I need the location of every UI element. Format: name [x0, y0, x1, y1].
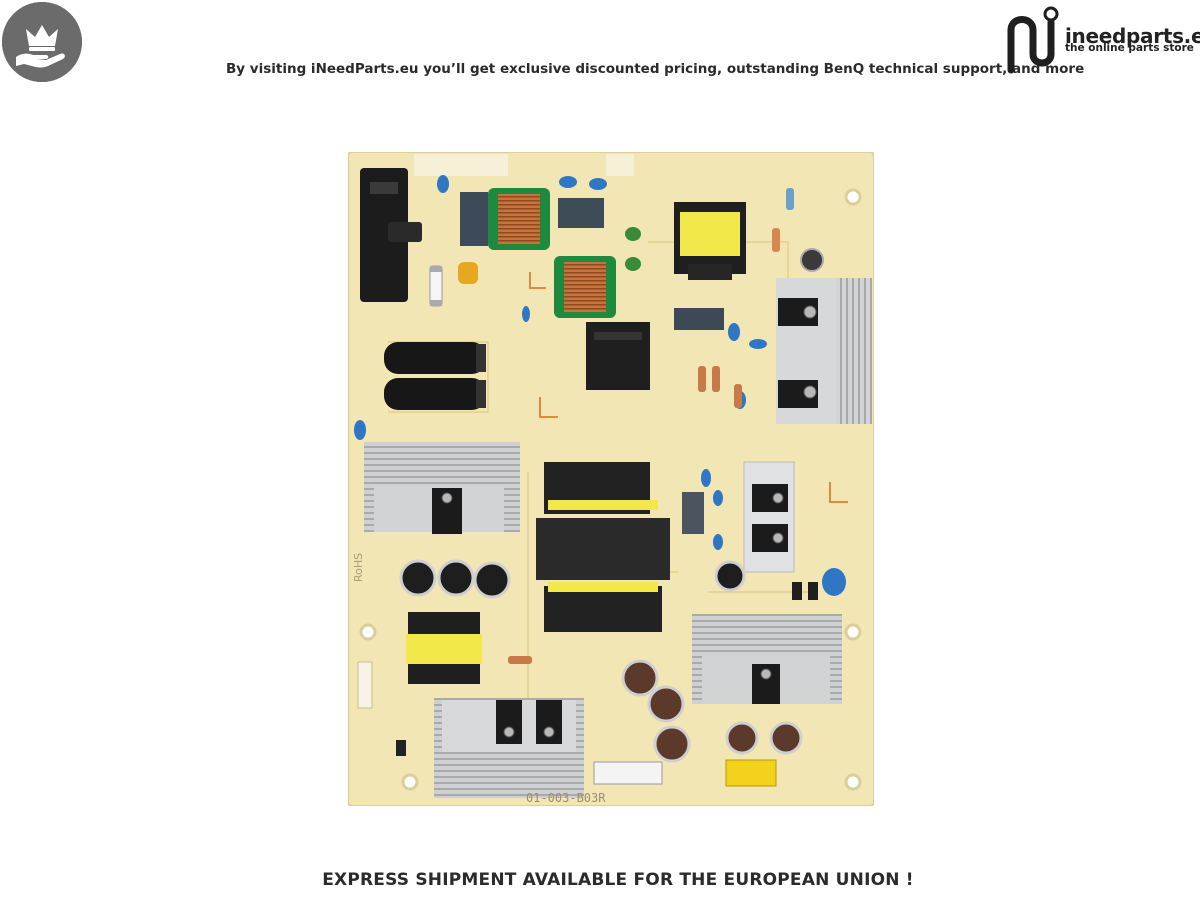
crown-hand-icon [2, 2, 82, 82]
ineedparts-logo-mark [1007, 6, 1059, 74]
site-logo[interactable]: ineedparts.eu the online parts store [1003, 2, 1200, 76]
shipping-notice: EXPRESS SHIPMENT AVAILABLE FOR THE EUROP… [322, 870, 914, 890]
logo-name: ineedparts.eu [1065, 24, 1200, 48]
logo-subtitle: the online parts store [1065, 42, 1194, 54]
crown-badge [2, 2, 82, 82]
board-marking: 01-003-B03R [526, 791, 606, 805]
header-tagline: By visiting iNeedParts.eu you’ll get exc… [226, 61, 1085, 77]
product-image: 01-003-B03R RoHS [348, 152, 874, 806]
rohs-marking: RoHS [352, 553, 365, 582]
power-supply-board-illustration: 01-003-B03R RoHS [348, 152, 874, 806]
